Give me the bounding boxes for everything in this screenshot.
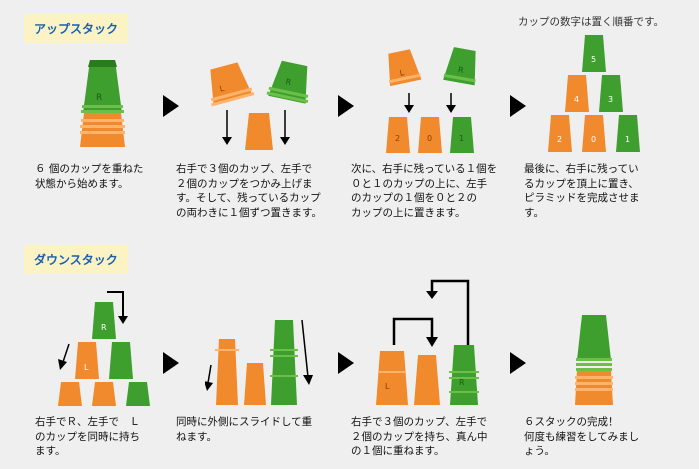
green-cup-stack: R xyxy=(81,60,124,113)
cup-label-r-2: R xyxy=(285,77,293,87)
cup-0 xyxy=(418,117,442,153)
svg-text:1: 1 xyxy=(459,134,464,143)
svg-text:2: 2 xyxy=(395,134,400,143)
upstack-caption-3: 次に、右手に残っている１個を ０と１のカップの上に、左手 のカップの１個を０と２… xyxy=(351,163,498,219)
svg-text:4: 4 xyxy=(574,95,579,104)
next-arrow-icon xyxy=(163,95,179,117)
upstack-caption-1: ６ 個のカップを重ねた 状態から始めます。 xyxy=(35,163,144,190)
upstack-step3-figure: L R 2 0 1 xyxy=(386,47,476,153)
cup-label-r-down: R xyxy=(101,323,107,332)
down-arrow-right xyxy=(280,137,290,145)
svg-text:3: 3 xyxy=(608,95,613,104)
green-cups-right-hand: R xyxy=(266,60,309,104)
downstack-step4-figure xyxy=(575,315,613,405)
orange-cups-left-hand: L xyxy=(210,62,255,107)
cup-label-l-down: L xyxy=(84,363,89,372)
cup-1 xyxy=(450,117,474,153)
cup-label-r-down2: R xyxy=(459,378,465,387)
section-label-upstack: アップスタック xyxy=(24,14,129,43)
upstack-step2-figure: L R xyxy=(210,60,309,150)
cup-4 xyxy=(565,75,589,112)
downstack-caption-2: 同時に外側にスライドして重 ねます。 xyxy=(176,416,313,443)
upstack-caption-4: 最後に、右手に残ってい るカップを頂上に置き、 ピラミッドを完成させま す。 xyxy=(524,163,640,219)
upstack-step4-figure: 5 4 3 2 0 1 xyxy=(548,35,640,152)
section-label-downstack: ダウンスタック xyxy=(24,245,128,274)
downstack-step2-figure xyxy=(205,319,313,405)
downstack-step1-figure: R L xyxy=(58,291,150,406)
cup-label-l: L xyxy=(219,84,226,94)
green-cup-held: R xyxy=(443,47,476,86)
svg-text:0: 0 xyxy=(427,134,432,143)
order-note: カップの数字は置く順番です。 xyxy=(518,16,664,28)
next-arrow-icon xyxy=(338,95,354,117)
svg-text:1: 1 xyxy=(625,135,630,144)
next-arrow-icon xyxy=(163,352,179,374)
orange-cup-stack xyxy=(80,113,125,147)
orange-cup-center xyxy=(245,113,273,150)
svg-text:0: 0 xyxy=(591,135,596,144)
upstack-caption-2: 右手で３個のカップ、左手で ２個のカップをつかみ上げま す。そして、残っているカ… xyxy=(176,163,322,219)
downstack-caption-4: ６スタックの完成！ 何度も練習をしてみまし ょう。 xyxy=(524,416,640,457)
orange-cup-held: L xyxy=(388,49,422,87)
downstack-caption-1: 右手でＲ、左手で Ｌ のカップを同時に持ち ます。 xyxy=(35,416,140,457)
svg-text:5: 5 xyxy=(591,55,596,64)
down-arrow-left xyxy=(222,137,232,145)
upstack-step1-figure: R xyxy=(80,60,125,147)
cup-label-r: R xyxy=(96,93,102,103)
cup-1b xyxy=(616,115,640,152)
cup-label-l-3: L xyxy=(399,68,406,78)
downstack-caption-3: 右手で３個のカップ、左手で ２個のカップを持ち、真ん中 の１個に重ねます。 xyxy=(351,416,488,457)
next-arrow-icon xyxy=(510,352,526,374)
cup-label-l-down2: L xyxy=(385,382,390,391)
cup-2 xyxy=(386,117,410,153)
cup-2b xyxy=(548,115,572,152)
svg-text:2: 2 xyxy=(557,135,562,144)
next-arrow-icon xyxy=(338,352,354,374)
cup-5 xyxy=(582,35,606,72)
cup-3 xyxy=(599,75,623,112)
downstack-step3-figure: L R xyxy=(376,279,479,405)
cup-0b xyxy=(582,115,606,152)
next-arrow-icon xyxy=(510,95,526,117)
cup-label-r-3: R xyxy=(457,65,464,75)
